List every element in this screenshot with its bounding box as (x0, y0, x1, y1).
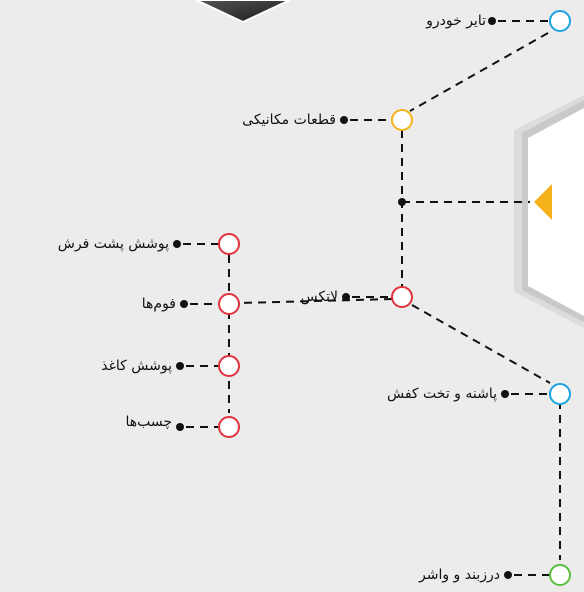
node-ring-adhesives (218, 416, 240, 438)
node-ring-car-tires (549, 10, 571, 32)
label-paper-coating: پوشش کاغذ (101, 358, 172, 374)
hexagon-panel (514, 95, 584, 328)
label-bullets (173, 17, 512, 579)
node-ring-mechanical (391, 109, 413, 131)
label-shoe-soles: پاشنه و تخت کفش (386, 386, 497, 402)
label-carpet-backing: پوشش پشت فرش (57, 236, 169, 252)
label-adhesives: چسب‌ها (125, 414, 172, 430)
junction-dot (398, 198, 406, 206)
pointer-triangle (534, 184, 552, 220)
connector-lines (183, 20, 561, 576)
node-ring-foams (218, 293, 240, 315)
node-ring-carpet-backing (218, 233, 240, 255)
node-ring-seals (549, 564, 571, 586)
photo-fragment (195, 0, 291, 24)
label-latex: لاتکس (300, 289, 338, 305)
label-mechanical-parts: قطعات مکانیکی (242, 112, 336, 128)
node-ring-shoe-soles (549, 383, 571, 405)
label-seals: درزبند و واشر (419, 567, 500, 583)
node-ring-paper-coating (218, 355, 240, 377)
label-car-tires: تایر خودرو (426, 13, 486, 29)
node-ring-latex (391, 286, 413, 308)
label-foams: فوم‌ها (141, 296, 176, 312)
